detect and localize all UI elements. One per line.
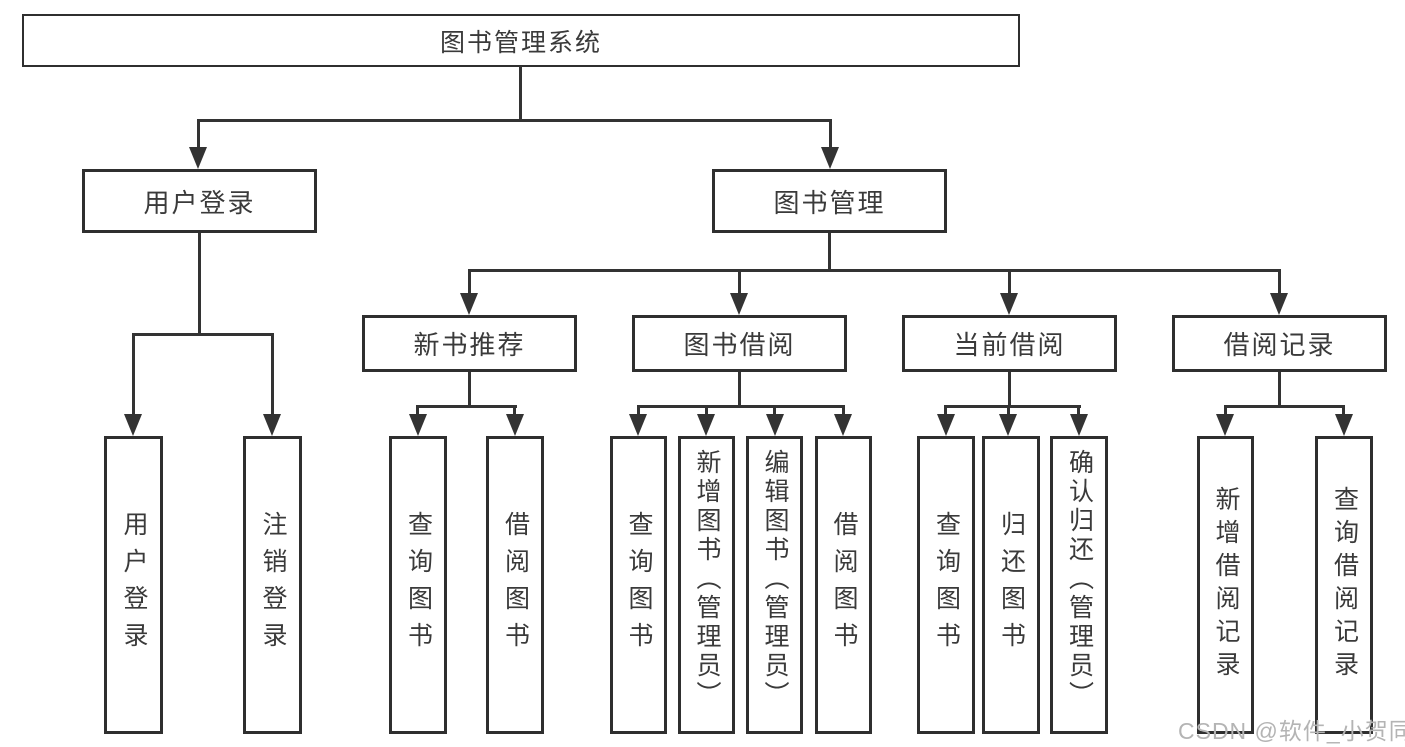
connector-vline <box>637 405 640 417</box>
connector-vline <box>416 405 419 417</box>
connector-hline <box>944 405 1081 408</box>
arrow-down-icon <box>460 293 478 315</box>
arrow-down-icon <box>1335 414 1353 436</box>
node-current-borrow: 当前借阅 <box>902 315 1117 372</box>
arrow-down-icon <box>999 414 1017 436</box>
node-root-library-system: 图书管理系统 <box>22 14 1020 67</box>
arrow-down-icon <box>1070 414 1088 436</box>
connector-vline <box>1342 405 1345 417</box>
arrow-down-icon <box>1216 414 1234 436</box>
arrow-down-icon <box>821 147 839 169</box>
connector-vline <box>738 269 741 297</box>
connector-vline <box>468 372 471 408</box>
connector-vline <box>132 333 135 416</box>
arrow-down-icon <box>697 414 715 436</box>
connector-hline <box>1224 405 1345 408</box>
watermark: CSDN @软件_小贺同学 <box>1178 718 1405 744</box>
leaf-confirm-return-admin: 确认归还（管理员） <box>1050 436 1108 734</box>
leaf-query-books-borrow: 查询图书 <box>610 436 667 734</box>
leaf-borrow-books-recommend: 借阅图书 <box>486 436 544 734</box>
connector-vline <box>1278 372 1281 408</box>
arrow-down-icon <box>409 414 427 436</box>
leaf-return-book: 归还图书 <box>982 436 1040 734</box>
connector-hline <box>416 405 517 408</box>
connector-vline <box>842 405 845 417</box>
node-new-book-recommend: 新书推荐 <box>362 315 577 372</box>
connector-vline <box>513 405 516 417</box>
leaf-user-login: 用户登录 <box>104 436 163 734</box>
connector-vline <box>738 372 741 408</box>
connector-vline <box>519 66 522 120</box>
connector-vline <box>944 405 947 417</box>
arrow-down-icon <box>834 414 852 436</box>
leaf-add-borrow-record: 新增借阅记录 <box>1197 436 1254 734</box>
connector-hline <box>468 269 1281 272</box>
connector-vline <box>1007 405 1010 417</box>
arrow-down-icon <box>263 414 281 436</box>
arrow-down-icon <box>189 147 207 169</box>
arrow-down-icon <box>629 414 647 436</box>
connector-vline <box>1008 269 1011 297</box>
connector-vline <box>773 405 776 417</box>
connector-vline <box>705 405 708 417</box>
connector-vline <box>828 233 831 272</box>
arrow-down-icon <box>1000 293 1018 315</box>
arrow-down-icon <box>124 414 142 436</box>
leaf-add-book-admin: 新增图书（管理员） <box>678 436 735 734</box>
connector-hline <box>132 333 274 336</box>
connector-vline <box>1278 269 1281 297</box>
leaf-logout: 注销登录 <box>243 436 302 734</box>
connector-vline <box>829 119 832 151</box>
leaf-query-books-current: 查询图书 <box>917 436 975 734</box>
leaf-borrow-books-borrow: 借阅图书 <box>815 436 872 734</box>
connector-vline <box>197 119 200 151</box>
node-book-borrow: 图书借阅 <box>632 315 847 372</box>
connector-vline <box>1077 405 1080 417</box>
connector-vline <box>271 333 274 416</box>
connector-hline <box>197 119 832 122</box>
node-user-login: 用户登录 <box>82 169 317 233</box>
arrow-down-icon <box>506 414 524 436</box>
connector-vline <box>1224 405 1227 417</box>
arrow-down-icon <box>1270 293 1288 315</box>
connector-hline <box>637 405 845 408</box>
arrow-down-icon <box>730 293 748 315</box>
arrow-down-icon <box>937 414 955 436</box>
connector-vline <box>198 233 201 336</box>
connector-vline <box>1008 372 1011 408</box>
node-borrow-records: 借阅记录 <box>1172 315 1387 372</box>
leaf-edit-book-admin: 编辑图书（管理员） <box>746 436 803 734</box>
leaf-query-books-recommend: 查询图书 <box>389 436 447 734</box>
connector-vline <box>468 269 471 297</box>
arrow-down-icon <box>766 414 784 436</box>
node-book-management: 图书管理 <box>712 169 947 233</box>
leaf-query-borrow-record: 查询借阅记录 <box>1315 436 1373 734</box>
